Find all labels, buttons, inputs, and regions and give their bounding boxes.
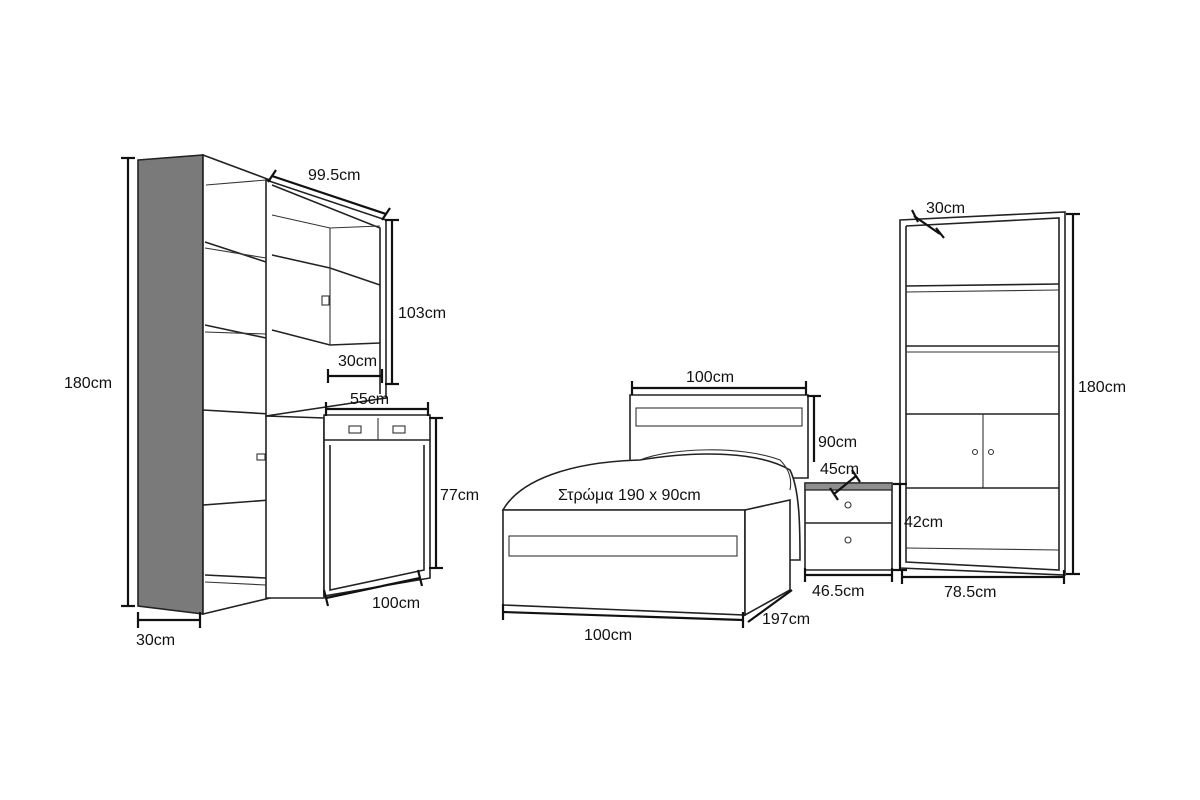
bed-pillow bbox=[639, 449, 792, 491]
label-nightstand-height: 42cm bbox=[904, 514, 943, 531]
tall-unit-shelf bbox=[204, 331, 267, 335]
bed-footboard-panel bbox=[508, 535, 738, 557]
tall-unit-side-panel bbox=[137, 154, 204, 615]
label-desk-width: 100cm bbox=[372, 595, 420, 612]
tall-unit-shelf bbox=[205, 179, 267, 186]
label-bed-width: 100cm bbox=[584, 627, 632, 644]
label-nightstand-width: 46.5cm bbox=[812, 583, 864, 600]
tall-wardrobe-unit bbox=[137, 153, 271, 616]
desk-with-hutch bbox=[265, 178, 431, 599]
desk-drawer-handle-left bbox=[348, 425, 362, 434]
bookcase-shelf bbox=[905, 283, 1060, 287]
nightstand-top bbox=[804, 482, 893, 491]
desk-front bbox=[323, 414, 431, 597]
label-desk-hutch-height: 103cm bbox=[398, 305, 446, 322]
dim-line-bookcase-depth bbox=[913, 215, 941, 235]
label-mattress-note: Στρώμα 190 x 90cm bbox=[558, 487, 701, 504]
nightstand-knob-bottom bbox=[844, 536, 852, 544]
dim-line-bed-length bbox=[747, 589, 793, 623]
tall-unit-shelf bbox=[204, 247, 267, 259]
single-bed bbox=[501, 394, 809, 617]
tall-unit-shelf bbox=[204, 324, 267, 339]
label-nightstand-depth: 45cm bbox=[820, 461, 859, 478]
tall-unit-shelf bbox=[204, 574, 267, 579]
label-bookcase-width: 78.5cm bbox=[944, 584, 996, 601]
dim-line-desk-width bbox=[325, 576, 421, 600]
bed-side-rail bbox=[744, 499, 791, 617]
bed-footboard bbox=[502, 509, 746, 616]
label-tall-unit-height: 180cm bbox=[64, 375, 112, 392]
desk-hutch-inner bbox=[271, 184, 381, 394]
tall-unit-shelf bbox=[204, 581, 267, 586]
desk-hutch-handle bbox=[321, 295, 330, 306]
bookcase-cabinet bbox=[899, 211, 1066, 576]
bookcase-inner bbox=[905, 217, 1060, 571]
desk-drawer-handle-right bbox=[392, 425, 406, 434]
label-desk-depth: 55cm bbox=[350, 391, 389, 408]
label-desk-height: 77cm bbox=[440, 487, 479, 504]
dimension-lines bbox=[121, 156, 1080, 628]
dim-line-bed-width bbox=[502, 610, 744, 622]
nightstand-body bbox=[804, 482, 893, 571]
label-bed-headboard-height: 90cm bbox=[818, 434, 857, 451]
tall-unit-door-handle bbox=[256, 453, 266, 461]
label-tall-unit-depth: 30cm bbox=[136, 632, 175, 649]
desk-hutch-body bbox=[265, 178, 387, 417]
label-bed-length: 197cm bbox=[762, 611, 810, 628]
nightstand bbox=[804, 482, 893, 571]
dim-line-desk-top-width bbox=[271, 174, 387, 216]
label-bookcase-depth: 30cm bbox=[926, 200, 965, 217]
bookcase-door-knob-right bbox=[987, 448, 995, 456]
desk-knee-space bbox=[329, 445, 425, 591]
bed-mattress bbox=[501, 453, 801, 561]
label-bookcase-height: 180cm bbox=[1078, 379, 1126, 396]
bookcase-shelf bbox=[905, 289, 1060, 293]
label-desk-shelf-depth: 30cm bbox=[338, 353, 377, 370]
bookcase-base bbox=[905, 547, 1060, 551]
label-bed-headboard-width: 100cm bbox=[686, 369, 734, 386]
tall-unit-door bbox=[202, 409, 271, 506]
dim-line-nightstand-depth bbox=[833, 475, 857, 495]
bed-headboard-panel bbox=[635, 407, 803, 427]
label-desk-top-width: 99.5cm bbox=[308, 167, 360, 184]
desk-side-panel bbox=[265, 415, 325, 599]
nightstand-knob-top bbox=[844, 501, 852, 509]
dimension-labels: 180cm 30cm 99.5cm 103cm 30cm 55cm 77cm 1… bbox=[64, 167, 1126, 649]
tall-unit-front bbox=[202, 153, 271, 616]
tall-unit-shelf bbox=[204, 241, 267, 263]
bookcase-door-knob-left bbox=[971, 448, 979, 456]
